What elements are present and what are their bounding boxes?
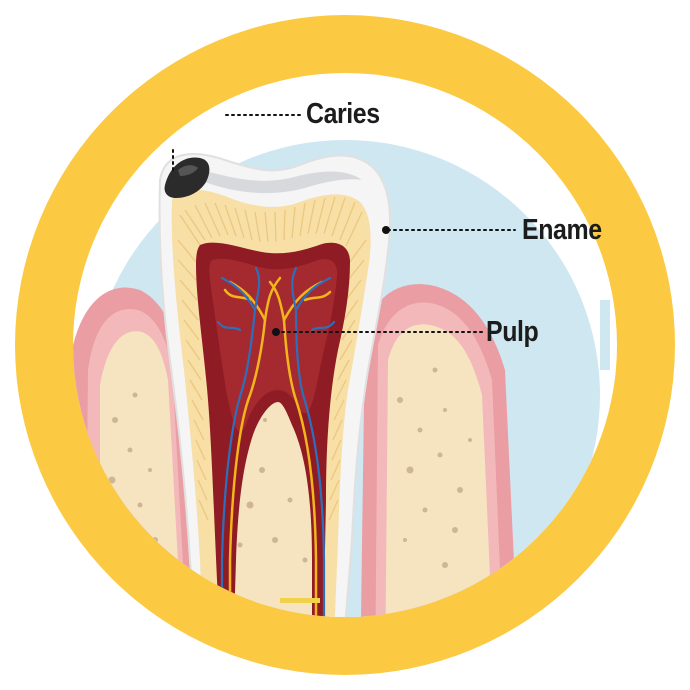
enamel-highlight [195,168,362,194]
caries-highlight [178,165,198,176]
blood-vessels [216,266,336,617]
leader-lines [172,114,516,333]
pulp-label: Pulp [486,316,539,348]
enamel-label: Ename [522,214,602,246]
caries-label: Caries [306,98,380,130]
ring-inner-edge-blue [600,300,610,370]
enamel-leader-dot [382,226,390,234]
caries-lesion [164,157,210,198]
dentin-tubules [177,196,367,521]
apex-band [280,598,320,603]
pulp-leader-dot [272,328,280,336]
